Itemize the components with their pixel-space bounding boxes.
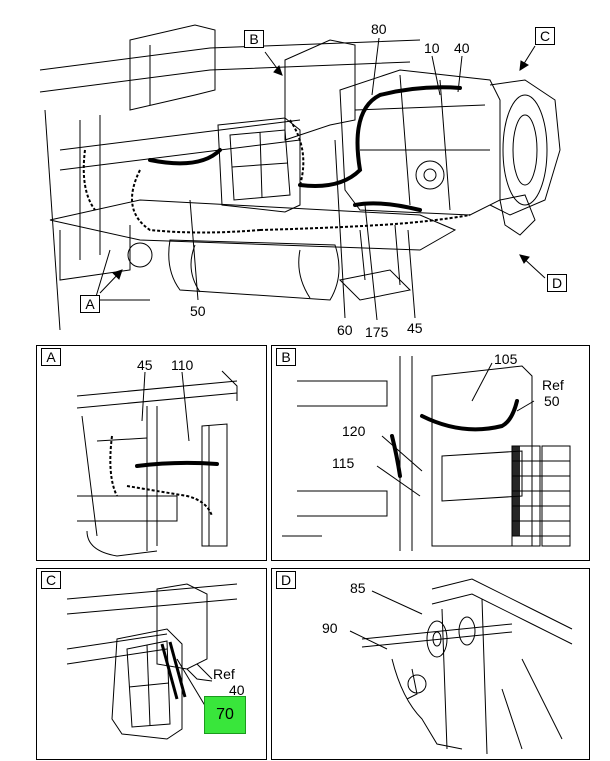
detail-a-panel: A 45 110 — [36, 345, 267, 561]
detail-b-callout-ref: Ref — [542, 377, 564, 393]
detail-c-panel: C Ref 40 70 — [36, 568, 267, 760]
detail-d-panel: D 85 90 — [271, 568, 590, 760]
detail-d-callout-85: 85 — [350, 580, 366, 596]
detail-a-letter: A — [41, 348, 61, 366]
detail-b-callout-115: 115 — [332, 455, 355, 471]
detail-a-callout-45: 45 — [137, 357, 153, 373]
callout-40: 40 — [454, 40, 470, 56]
detail-a-callout-110: 110 — [171, 357, 194, 373]
detail-c-letter: C — [41, 571, 61, 589]
callout-50: 50 — [190, 303, 206, 319]
detail-c-drawing — [66, 583, 238, 740]
callout-80: 80 — [371, 21, 387, 37]
detail-b-callout-120: 120 — [342, 423, 366, 439]
view-b-callout: B — [244, 30, 264, 48]
callout-10: 10 — [424, 40, 440, 56]
detail-b-drawing — [282, 356, 571, 551]
view-d-callout: D — [547, 274, 567, 292]
detail-b-panel: B 105 Ref 50 120 115 — [271, 345, 590, 561]
callout-175: 175 — [365, 324, 389, 340]
detail-b-callout-105: 105 — [494, 351, 518, 367]
main-view-drawing — [39, 24, 561, 331]
detail-c-callout-ref: Ref — [213, 666, 235, 682]
detail-d-drawing — [349, 578, 573, 755]
detail-b-letter: B — [276, 348, 296, 366]
view-a-callout: A — [80, 295, 100, 313]
main-view: B C A D 80 10 40 50 60 175 45 — [0, 0, 610, 340]
detail-d-letter: D — [276, 571, 296, 589]
callout-45: 45 — [407, 320, 423, 336]
callout-60: 60 — [337, 322, 353, 338]
detail-d-callout-90: 90 — [322, 620, 338, 636]
detail-c-callout-40: 40 — [229, 682, 245, 698]
detail-b-callout-50: 50 — [544, 393, 560, 409]
view-c-callout: C — [535, 27, 555, 45]
detail-a-drawing — [76, 370, 238, 557]
part-70-highlight[interactable]: 70 — [204, 696, 246, 734]
